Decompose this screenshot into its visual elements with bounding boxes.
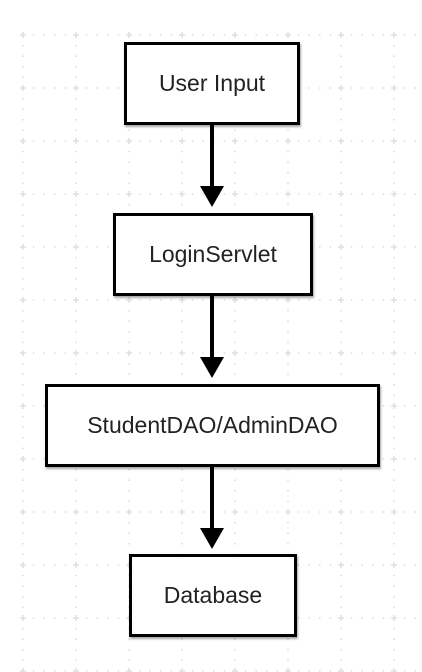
node-database: Database (129, 554, 297, 637)
node-dao-label: StudentDAO/AdminDAO (87, 412, 338, 438)
node-user-input: User Input (124, 42, 300, 125)
arrow-user-input-to-login-servlet (200, 125, 224, 207)
arrow-dao-to-database (200, 467, 224, 549)
node-login-servlet-label: LoginServlet (149, 241, 277, 267)
arrow-login-servlet-to-dao (200, 296, 224, 378)
node-dao: StudentDAO/AdminDAO (45, 384, 380, 467)
node-database-label: Database (163, 582, 263, 608)
node-user-input-label: User Input (158, 70, 266, 96)
node-login-servlet: LoginServlet (113, 213, 313, 296)
